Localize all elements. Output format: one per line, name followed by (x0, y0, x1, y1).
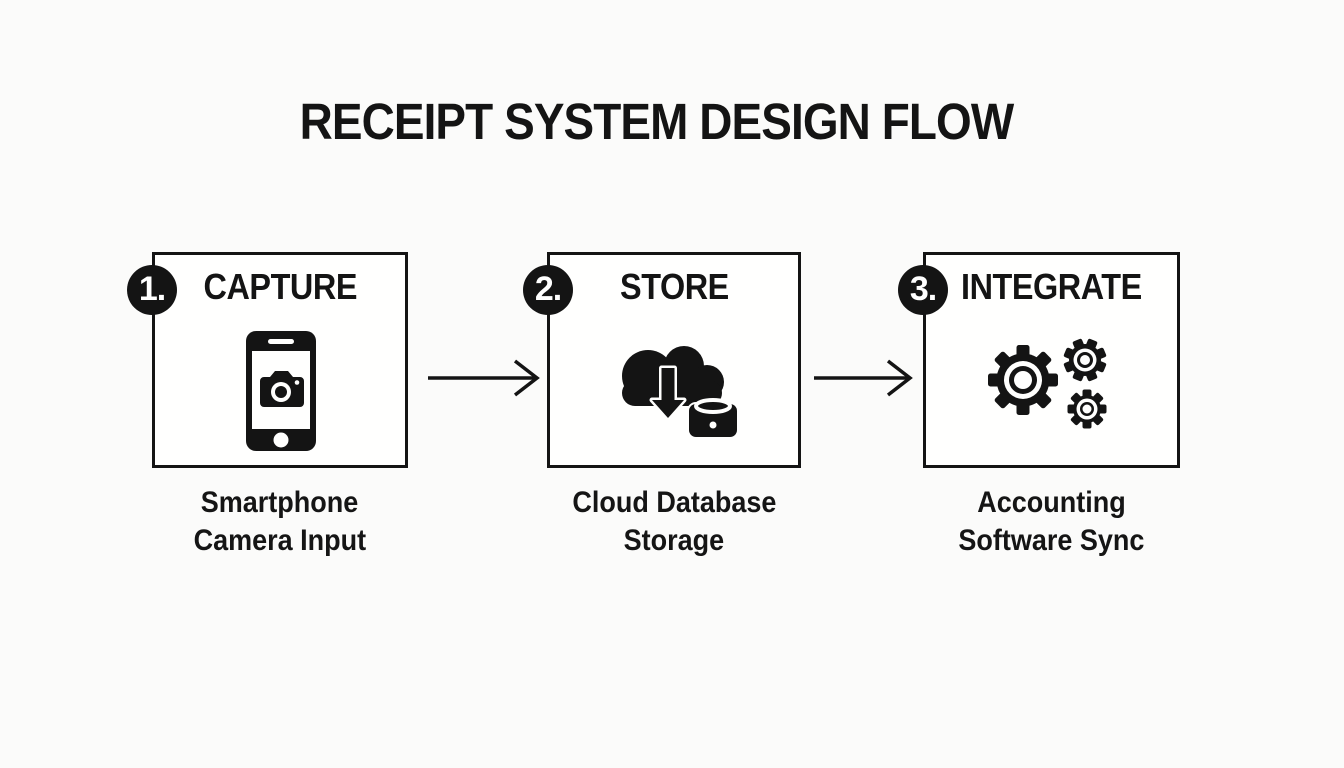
step-number-badge-1: 1. (127, 265, 177, 315)
step-box-integrate: INTEGRATE (923, 252, 1180, 468)
gears-icon (986, 330, 1116, 450)
step-box-store: STORE (547, 252, 801, 468)
step-caption-store: Cloud Database Storage (571, 486, 777, 557)
arrow-step1-to-step2 (428, 359, 540, 397)
arrow-step2-to-step3 (814, 359, 913, 397)
page-title: RECEIPT SYSTEM DESIGN FLOW (0, 96, 1312, 147)
page-title-text: RECEIPT SYSTEM DESIGN FLOW (299, 93, 1014, 150)
step-label-integrate: INTEGRATE (961, 266, 1142, 307)
cloud-download-database-icon (614, 340, 740, 444)
step-label-capture: CAPTURE (203, 266, 357, 307)
step-number-badge-3: 3. (898, 265, 948, 315)
step-caption-capture: Smartphone Camera Input (193, 486, 367, 557)
smartphone-camera-icon (246, 331, 316, 456)
step-box-capture: CAPTURE (152, 252, 408, 468)
step-label-store: STORE (619, 266, 729, 307)
step-caption-integrate: Accounting Software Sync (957, 486, 1145, 557)
step-number-badge-2: 2. (523, 265, 573, 315)
